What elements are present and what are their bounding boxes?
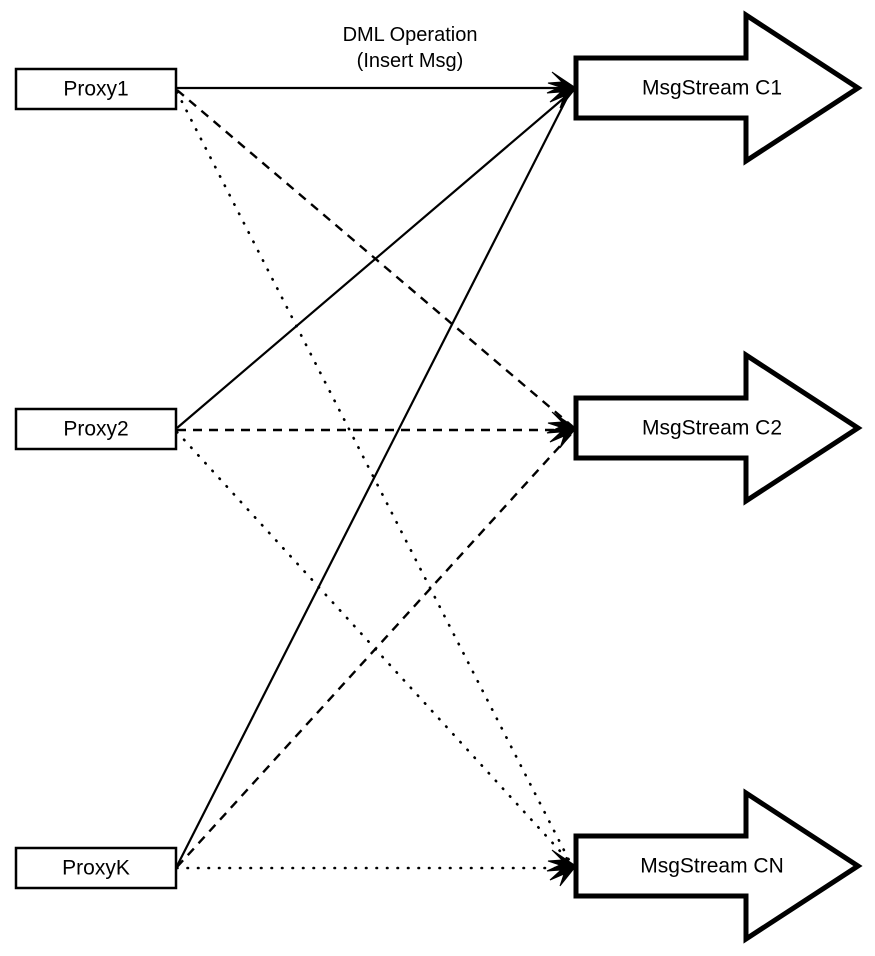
msgstream-arrow-shape-c1 xyxy=(573,10,863,166)
proxy-box-rect-proxy1 xyxy=(14,67,178,111)
proxy-label-proxy2: Proxy2 xyxy=(63,418,128,441)
link-proxy2-to-cn xyxy=(175,430,572,864)
edge-label-line-1: DML Operation xyxy=(343,24,478,46)
proxy-box-rect-proxy2 xyxy=(14,407,178,451)
msgstream-label-c2: MsgStream C2 xyxy=(642,417,782,440)
proxy-box-rect-proxyK xyxy=(14,846,178,890)
links-layer xyxy=(175,86,573,870)
msgstream-arrow-shape-cn xyxy=(573,788,863,944)
link-proxy2-to-c1 xyxy=(176,91,572,429)
msgstream-c2[interactable]: MsgStream C2 xyxy=(573,350,863,506)
link-proxyK-to-c1 xyxy=(176,93,570,867)
proxy-node-proxy2[interactable]: Proxy2 xyxy=(14,407,178,451)
msgstream-c1[interactable]: MsgStream C1 xyxy=(573,10,863,166)
msgstream-arrow-shape-c2 xyxy=(573,350,863,506)
edge-label-dml-operation: DML Operation (Insert Msg) xyxy=(343,24,478,72)
msgstream-label-c1: MsgStream C1 xyxy=(642,77,782,100)
edge-label-line-2: (Insert Msg) xyxy=(357,50,464,72)
arrowhead-head-c2 xyxy=(546,411,577,449)
link-proxyK-to-c2 xyxy=(176,433,572,868)
streams-layer: MsgStream C1 MsgStream C2 MsgStream CN xyxy=(573,10,863,944)
link-proxy1-to-c2 xyxy=(176,89,573,427)
msgstream-label-cn: MsgStream CN xyxy=(640,855,784,878)
proxy-label-proxy1: Proxy1 xyxy=(63,78,128,101)
proxy-label-proxyK: ProxyK xyxy=(62,857,130,880)
arrowhead-head-c1 xyxy=(546,71,577,109)
msgstream-cn[interactable]: MsgStream CN xyxy=(573,788,863,944)
proxy-node-proxy1[interactable]: Proxy1 xyxy=(14,67,178,111)
arrowheads-layer xyxy=(546,71,577,887)
proxy-node-proxyK[interactable]: ProxyK xyxy=(14,846,178,890)
arrowhead-head-cn xyxy=(546,849,577,887)
